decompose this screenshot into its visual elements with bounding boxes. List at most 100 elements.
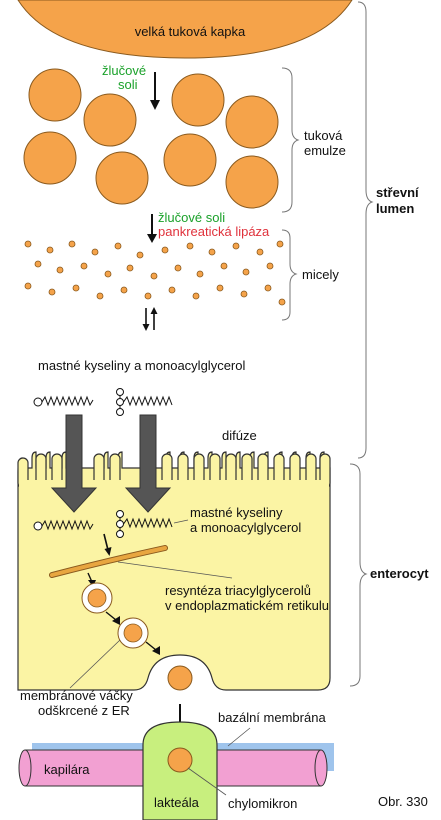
vesicle-fat bbox=[87, 588, 107, 608]
micelle bbox=[196, 270, 204, 278]
fatty-acid-molecule-cell bbox=[33, 519, 94, 531]
micelles-brace bbox=[281, 229, 298, 321]
molecule-head bbox=[116, 408, 124, 416]
emulsion-droplet bbox=[23, 131, 77, 185]
bile-salts-label-1b: soli bbox=[118, 77, 138, 92]
chylomicron bbox=[167, 747, 193, 773]
molecule-chain bbox=[123, 517, 173, 529]
big-fat-droplet bbox=[17, 0, 353, 59]
molecule-head bbox=[33, 397, 43, 407]
figure-number: Obr. 330 bbox=[378, 794, 428, 809]
diffusion-arrows bbox=[50, 414, 172, 513]
vesicles-label-1: membránové váčky bbox=[20, 688, 133, 703]
emulsion-label-2: emulze bbox=[304, 143, 346, 158]
arrow-to-vesicle-2-head bbox=[112, 616, 120, 625]
resynthesis-label-2: v endoplazmatickém retikulu bbox=[165, 598, 329, 613]
equilibrium-arrow-down-head bbox=[142, 324, 150, 331]
micelle bbox=[150, 272, 158, 280]
micelle bbox=[186, 242, 194, 250]
micelle bbox=[144, 292, 152, 300]
emulsion-droplet bbox=[28, 68, 82, 122]
bile-salts-label-1: žlučové bbox=[102, 63, 146, 78]
vesicle-2 bbox=[117, 617, 149, 649]
micelle bbox=[80, 262, 88, 270]
micelle bbox=[242, 268, 250, 276]
micelle bbox=[216, 284, 224, 292]
capillary-label: kapilára bbox=[44, 762, 90, 777]
micelles-cloud bbox=[24, 240, 286, 306]
leader-resynthesis bbox=[117, 561, 233, 579]
micelle bbox=[161, 246, 169, 254]
diffusion-arrow-left bbox=[50, 414, 98, 513]
micelle bbox=[48, 288, 56, 296]
micelle bbox=[266, 262, 274, 270]
micelle bbox=[24, 240, 32, 248]
micelle bbox=[96, 292, 104, 300]
micelle bbox=[24, 282, 32, 290]
emulsion-droplet bbox=[225, 155, 279, 209]
lipase-label: pankreatická lipáza bbox=[158, 224, 270, 239]
micelle bbox=[220, 262, 228, 270]
molecule-head bbox=[33, 521, 43, 531]
arrow-to-er bbox=[103, 533, 109, 551]
emulsion-droplet bbox=[163, 133, 217, 187]
micelle bbox=[174, 264, 182, 272]
fat-emulsion bbox=[23, 68, 279, 209]
micelle bbox=[46, 246, 54, 254]
lumen-brace bbox=[357, 1, 374, 459]
micelle bbox=[114, 242, 122, 250]
emulsion-droplet bbox=[225, 95, 279, 149]
emulsion-brace bbox=[281, 67, 300, 213]
micelle bbox=[126, 264, 134, 272]
emulsion-droplet bbox=[171, 73, 225, 127]
leader-basal-membrane bbox=[227, 727, 251, 747]
molecule-chain bbox=[41, 395, 94, 407]
micelle bbox=[208, 248, 216, 256]
fatty-acids-cell-label-2: a monoacylglycerol bbox=[190, 520, 301, 535]
endoplasmic-reticulum-inner bbox=[50, 546, 167, 577]
molecule-head bbox=[116, 520, 124, 528]
big-droplet-label: velká tuková kapka bbox=[135, 24, 246, 39]
molecule-head bbox=[116, 398, 124, 406]
diffusion-arrow-right bbox=[124, 414, 172, 513]
arrow-bile-2-head bbox=[147, 234, 157, 243]
micelle bbox=[276, 240, 284, 248]
vesicle-fat bbox=[123, 623, 143, 643]
micelle bbox=[240, 290, 248, 298]
micelle bbox=[120, 286, 128, 294]
arrow-to-exocytosis-head bbox=[152, 646, 160, 655]
basal-membrane-label: bazální membrána bbox=[218, 710, 326, 725]
micelle bbox=[136, 251, 144, 259]
emulsion-label-1: tuková bbox=[304, 128, 343, 143]
fatty-acids-label: mastné kyseliny a monoacylglycerol bbox=[38, 358, 245, 373]
molecule-head bbox=[116, 510, 124, 518]
micelle bbox=[256, 248, 264, 256]
exocytosed-chylomicron bbox=[167, 665, 193, 691]
cell-fill-patch bbox=[19, 480, 329, 496]
micelle bbox=[91, 248, 99, 256]
fatty-acids-cell-label-1: mastné kyseliny bbox=[190, 505, 283, 520]
bile-salts-label-2: žlučové soli bbox=[158, 210, 225, 225]
micelle bbox=[232, 242, 240, 250]
resynthesis-label-1: resyntéza triacylglycerolů bbox=[165, 583, 311, 598]
micelle bbox=[264, 284, 272, 292]
molecule-chain bbox=[41, 519, 94, 531]
leader-vesicles bbox=[69, 639, 121, 689]
emulsion-droplet bbox=[95, 151, 149, 205]
arrow-to-exocytosis bbox=[145, 641, 157, 651]
diffusion-label: difúze bbox=[222, 428, 257, 443]
chylomicron-label: chylomikron bbox=[228, 796, 297, 811]
capillary-end bbox=[18, 749, 32, 787]
emulsion-droplet bbox=[83, 93, 137, 147]
arrow-bile-1-head bbox=[150, 100, 160, 110]
vesicles-label-2: odškrcené z ER bbox=[38, 703, 130, 718]
leader-fatty-acids bbox=[173, 519, 189, 524]
capillary-end-right bbox=[314, 749, 328, 787]
leader-chylomicron bbox=[187, 767, 227, 796]
micelle bbox=[56, 266, 64, 274]
equilibrium-arrow-up-head bbox=[150, 307, 158, 314]
micelle bbox=[168, 286, 176, 294]
lumen-label-1: střevní bbox=[376, 185, 419, 200]
lumen-label-2: lumen bbox=[376, 201, 414, 216]
